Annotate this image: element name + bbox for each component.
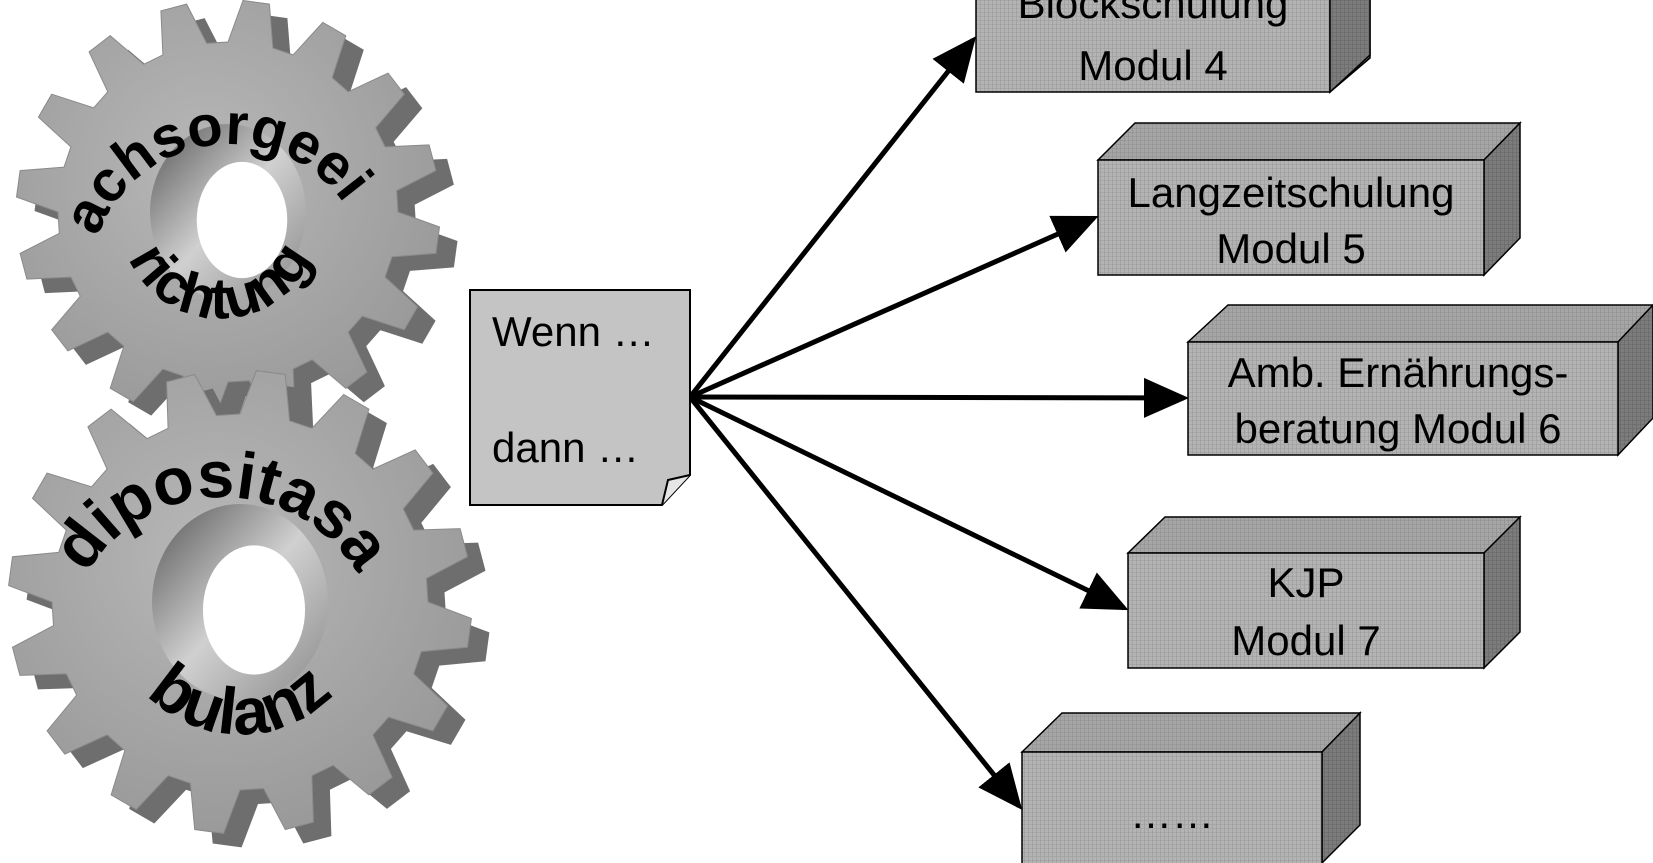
note-line-2: dann … <box>492 424 639 471</box>
module-label-line-1: Amb. Ernährungs- <box>1228 349 1569 396</box>
gear-hole-inner <box>202 545 306 675</box>
arrow-2 <box>689 377 1189 418</box>
arrow-3 <box>688 394 1129 611</box>
note-line-1: Wenn … <box>492 308 655 355</box>
arrows-group <box>688 36 1189 810</box>
module-label-line-1: Blockschulung <box>1018 0 1289 27</box>
module-label-line-2: Modul 4 <box>1078 42 1227 89</box>
arrow-4 <box>688 395 1023 810</box>
arrow-0 <box>688 36 977 399</box>
gear-nachsorge-icon <box>15 0 458 438</box>
module-label-line-2: Modul 7 <box>1231 617 1380 664</box>
arrow-1 <box>688 215 1099 400</box>
module-label-line-2: beratung Modul 6 <box>1235 405 1562 452</box>
gear-hole-inner <box>196 161 288 279</box>
module-label-line-2: Modul 5 <box>1216 225 1365 272</box>
module-box-ernaehrungsberatung: Amb. Ernährungs- beratung Modul 6 <box>1186 303 1653 457</box>
gear-adipositas-icon <box>8 370 490 848</box>
module-box-blockschulung: Blockschulung Modul 4 <box>975 0 1371 94</box>
module-box-more: …… <box>1020 711 1362 863</box>
condition-note: Wenn … dann … <box>469 289 691 506</box>
module-label-line-1: Langzeitschulung <box>1128 169 1455 216</box>
module-label-line-1: KJP <box>1267 559 1344 606</box>
module-box-langzeitschulung: Langzeitschulung Modul 5 <box>1096 121 1522 277</box>
module-label-line-1: …… <box>1130 790 1214 837</box>
module-box-kjp: KJP Modul 7 <box>1126 515 1522 670</box>
